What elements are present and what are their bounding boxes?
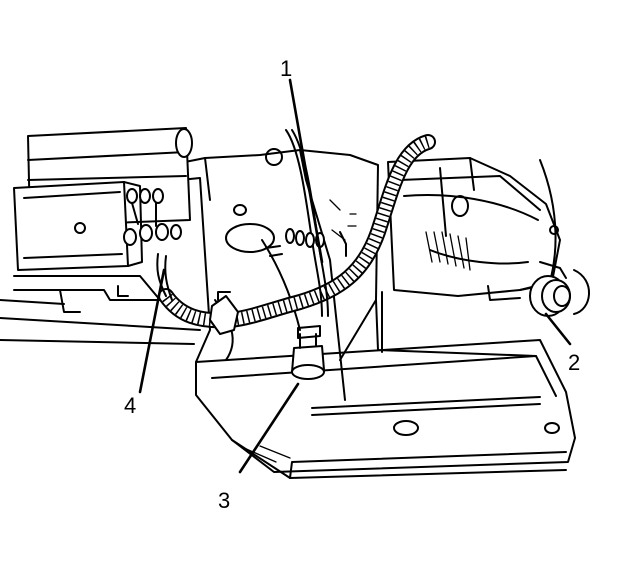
- callout-3: 3: [218, 488, 230, 513]
- harness-clip: [209, 291, 239, 335]
- leader-2: [544, 312, 572, 346]
- starter-terminals: [123, 188, 182, 246]
- callout-leaders: [138, 78, 572, 474]
- oil-pan: [195, 339, 576, 479]
- sensor-3: [291, 325, 325, 380]
- leader-1: [288, 78, 324, 264]
- leader-3: [238, 382, 300, 474]
- leader-4: [138, 268, 166, 394]
- callout-1: 1: [280, 56, 292, 81]
- callout-2: 2: [568, 350, 580, 375]
- callout-4: 4: [124, 393, 136, 418]
- starter-motor: [0, 127, 201, 345]
- alternator-housing: [387, 157, 561, 301]
